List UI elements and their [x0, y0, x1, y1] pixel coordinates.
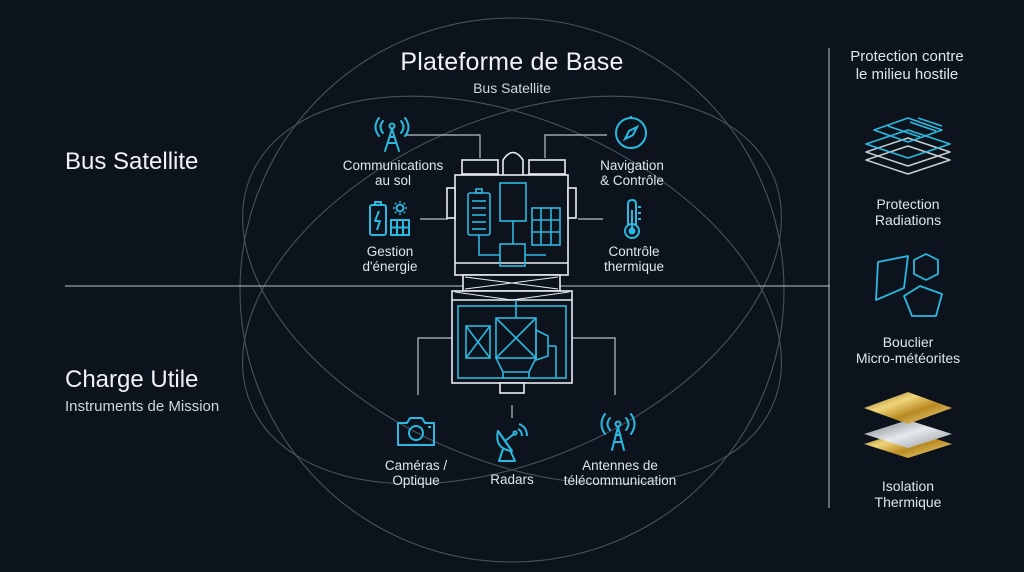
connector-navigation	[544, 134, 607, 158]
thermometer-icon	[624, 198, 641, 239]
label-camera-line2: Optique	[392, 473, 440, 488]
label-communications-line2: au sol	[374, 173, 412, 188]
label-thermal-line2: thermique	[603, 259, 665, 274]
orbit-circle	[239, 17, 785, 563]
label-radiation-line2: Radiations	[874, 212, 942, 228]
label-communications: Communications au sol	[328, 158, 458, 188]
protection-title-line1: Protection contre	[850, 48, 964, 65]
gold-foil-layers-icon	[864, 392, 952, 458]
label-camera: Caméras / Optique	[366, 458, 466, 488]
antenna-tower-icon	[374, 117, 410, 152]
label-energy: Gestion d'énergie	[340, 244, 440, 274]
section-title-bus: Bus Satellite	[65, 148, 199, 175]
label-navigation-line1: Navigation	[600, 158, 664, 173]
label-thermal-line1: Contrôle	[608, 244, 660, 259]
telecom-antenna-icon	[600, 413, 636, 451]
section-subtitle-payload: Instruments de Mission	[65, 398, 220, 415]
connector-communications	[405, 134, 481, 158]
satellite	[446, 151, 577, 292]
label-micrometeorite-line2: Micro-météorites	[855, 350, 961, 366]
connector-antenna	[570, 337, 616, 395]
label-telecom-line2: télécommunication	[563, 473, 677, 488]
label-radiation-line1: Protection	[876, 196, 940, 212]
layered-shield-icon	[865, 117, 951, 175]
label-radar: Radars	[462, 472, 562, 487]
label-navigation-line2: & Contrôle	[600, 173, 664, 188]
label-navigation: Navigation & Contrôle	[572, 158, 692, 188]
label-radiation: Protection Radiations	[848, 196, 968, 228]
section-title-payload: Charge Utile	[65, 366, 199, 393]
battery-solar-icon	[369, 201, 410, 236]
compass-icon	[615, 116, 647, 149]
connector-camera	[417, 337, 455, 395]
camera-icon	[397, 417, 435, 446]
label-thermal-insulation: Isolation Thermique	[848, 478, 968, 510]
label-thermal-insulation-line2: Thermique	[874, 494, 942, 510]
label-telecom: Antennes de télécommunication	[560, 458, 680, 488]
diagram-title: Plateforme de Base	[400, 48, 624, 76]
label-camera-line1: Caméras /	[384, 458, 448, 473]
label-thermal-insulation-line1: Isolation	[881, 478, 935, 494]
label-micrometeorite: Bouclier Micro-météorites	[838, 334, 978, 366]
radar-dish-icon	[496, 423, 528, 462]
polygons-icon	[875, 253, 943, 317]
label-energy-line2: d'énergie	[362, 259, 418, 274]
label-telecom-line1: Antennes de	[582, 458, 658, 473]
diagram-subtitle: Bus Satellite	[473, 80, 551, 96]
label-communications-line1: Communications	[342, 158, 444, 173]
label-radar-line1: Radars	[490, 472, 534, 487]
label-thermal: Contrôle thermique	[584, 244, 684, 274]
label-energy-line1: Gestion	[366, 244, 414, 259]
protection-title-line2: le milieu hostile	[855, 66, 959, 83]
label-micrometeorite-line1: Bouclier	[882, 334, 934, 350]
protection-title: Protection contre le milieu hostile	[832, 48, 982, 84]
